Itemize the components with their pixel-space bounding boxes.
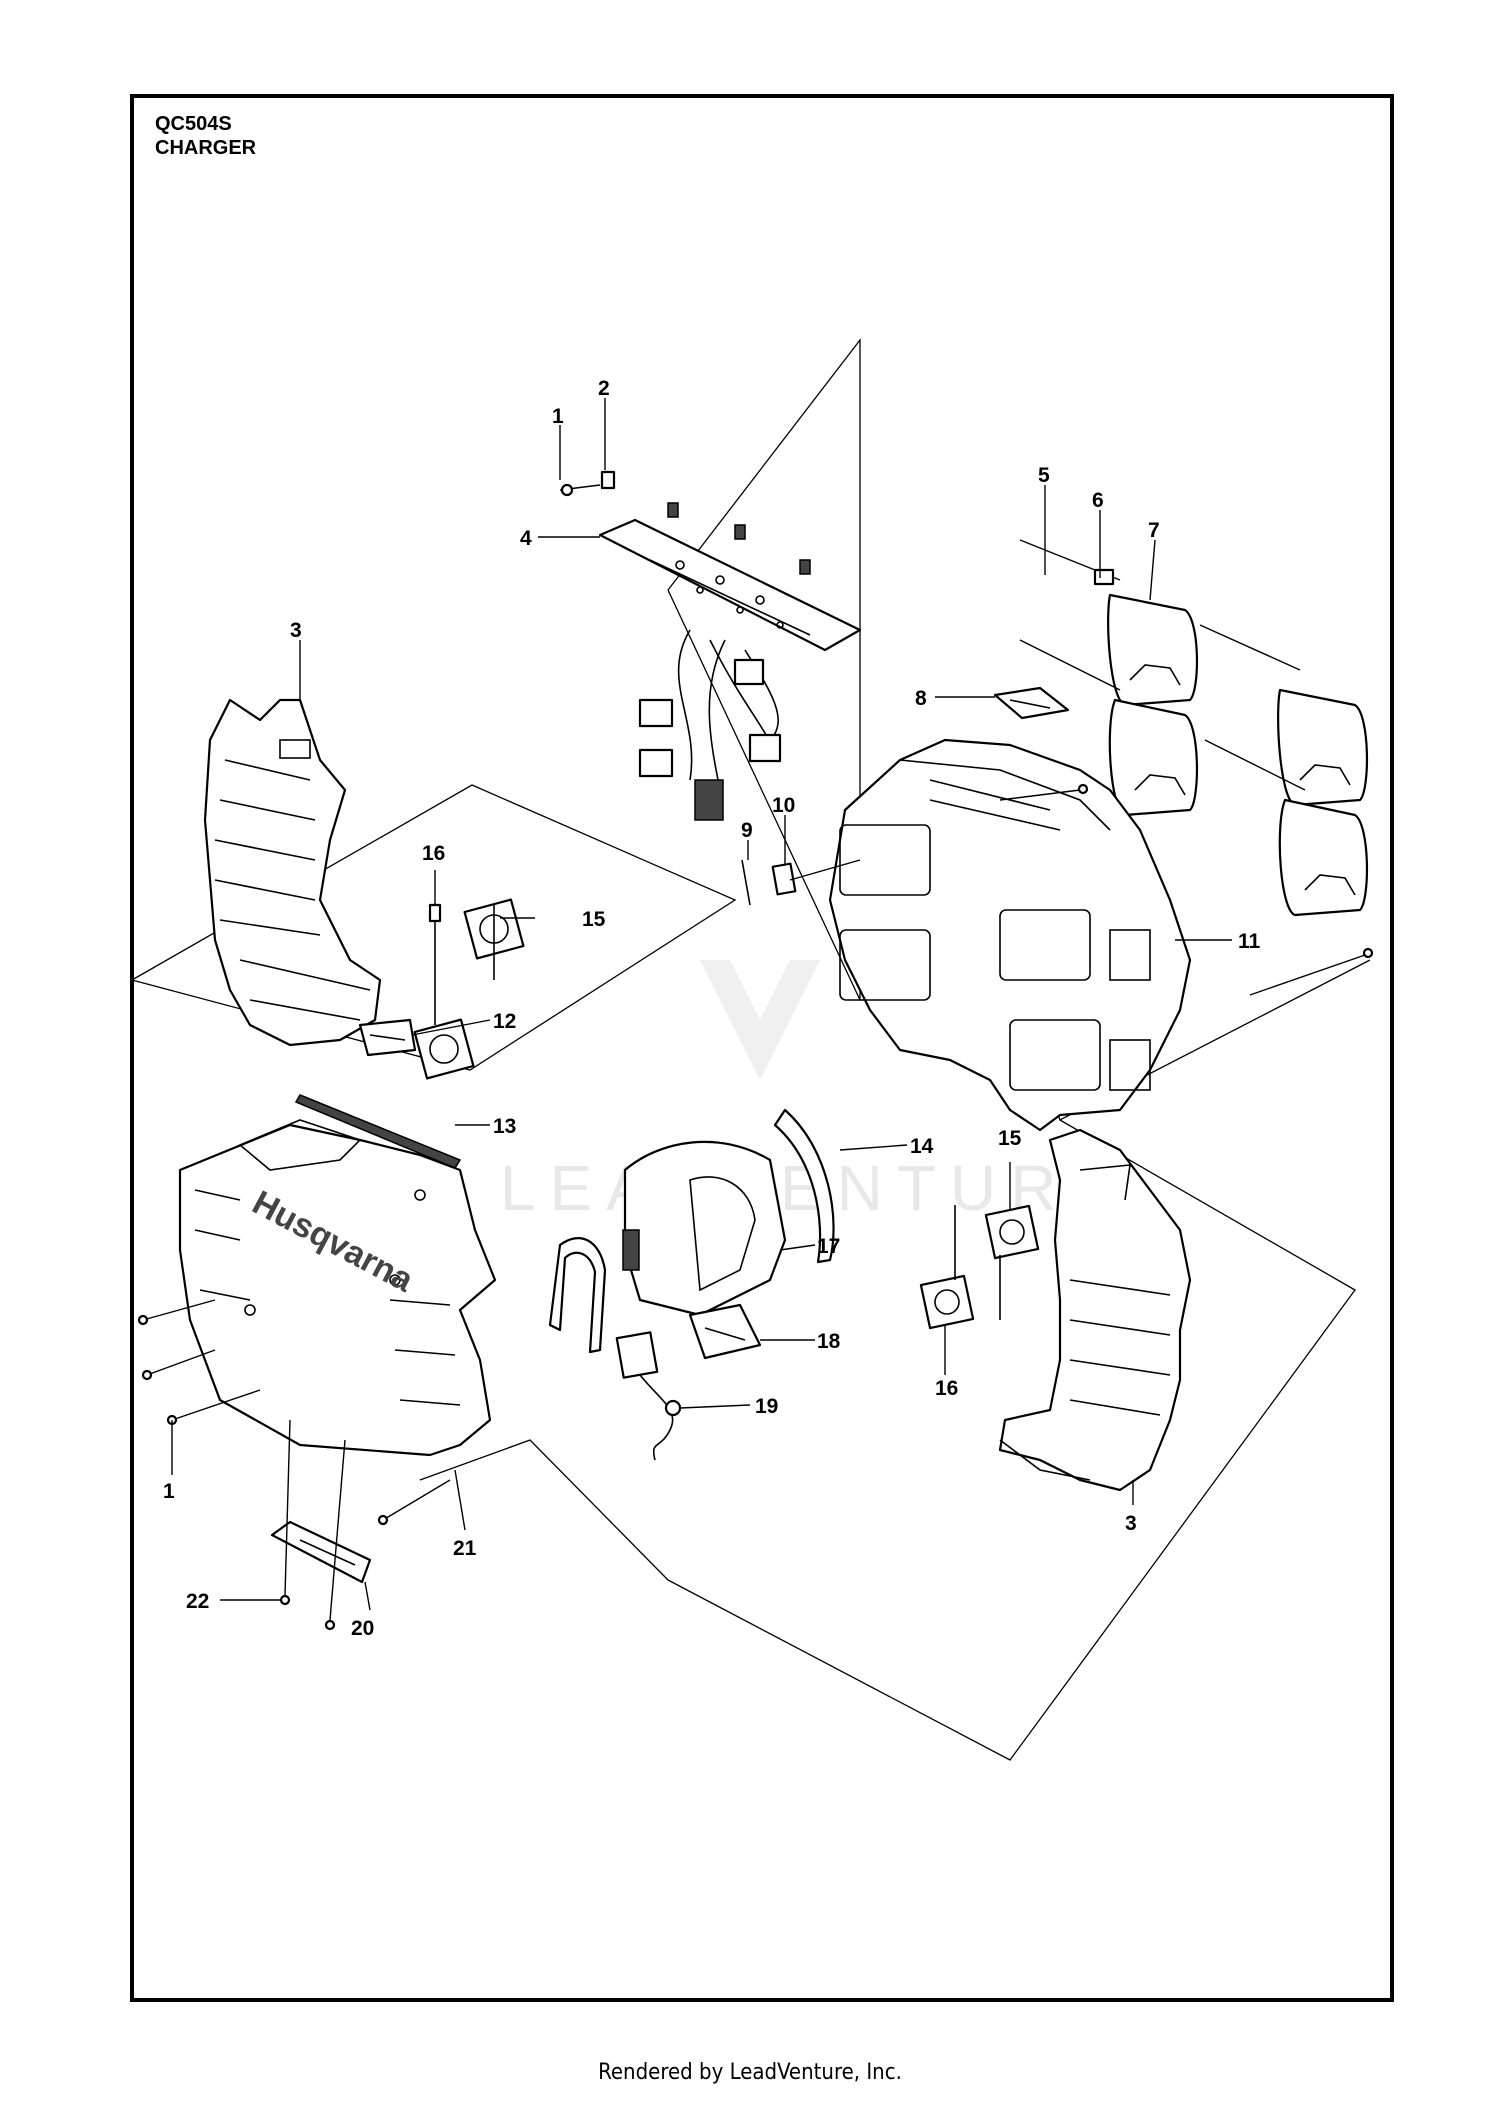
cooling-fan-left [463,898,525,980]
battery-latch-frames [1019,539,1369,917]
callout-12: 12 [493,1010,516,1033]
screw-and-clip [559,470,616,497]
callout-13: 13 [493,1115,516,1138]
cooling-fan-right [413,903,475,1080]
power-cord [615,1331,682,1461]
callout-22: 22 [186,1590,209,1613]
callout-16a: 16 [422,842,445,865]
top-cover-plate [993,686,1070,720]
front-cover-housing: Husqvarna [178,1119,497,1457]
misc-screws [999,783,1374,996]
battery-bay-housing [828,738,1192,1132]
callout-9: 9 [741,819,753,842]
callout-17: 17 [817,1235,840,1258]
wiring-harness [638,629,782,821]
callout-21: 21 [453,1537,477,1560]
diagram-title: CHARGER [155,137,257,159]
callout-7: 7 [1148,519,1160,542]
callout-numbers: 1 2 3 4 5 6 7 8 9 10 11 12 13 14 15 15 1… [163,377,1261,1640]
callout-16b: 16 [935,1377,958,1400]
callout-8: 8 [915,687,927,710]
front-panel [622,1140,787,1317]
callout-10: 10 [772,794,795,817]
callout-3b: 3 [1125,1512,1137,1535]
footer-credit: Rendered by LeadVenture, Inc. [598,2060,902,2085]
model-number: QC504S [155,113,232,135]
callout-leaders [171,398,1232,1611]
callout-20: 20 [351,1617,374,1640]
callout-2: 2 [598,377,610,400]
left-gasket [548,1237,607,1354]
cooling-fan-right-side [919,1204,1040,1330]
screws-left [137,1299,451,1526]
callout-15b: 15 [998,1127,1022,1150]
pcb-board [598,502,862,652]
label-plate [358,1018,417,1057]
connector-pin [741,859,861,906]
callout-1: 1 [552,405,564,428]
callout-4: 4 [520,527,532,550]
callout-19: 19 [755,1395,778,1418]
drawing-frame [130,94,1394,2002]
callout-5: 5 [1038,464,1050,487]
callout-11: 11 [1238,930,1261,953]
callout-6: 6 [1092,489,1104,512]
warning-label [688,1303,762,1360]
callout-3: 3 [290,619,302,642]
callout-18: 18 [817,1330,841,1353]
right-side-housing [998,1128,1192,1492]
callout-15a: 15 [582,908,606,931]
base-foot [270,1419,372,1631]
gasket [773,1108,835,1264]
callout-1b: 1 [163,1480,175,1503]
left-side-housing [203,698,382,1047]
callout-14: 14 [910,1135,934,1158]
title-block: QC504S CHARGER [155,112,256,160]
